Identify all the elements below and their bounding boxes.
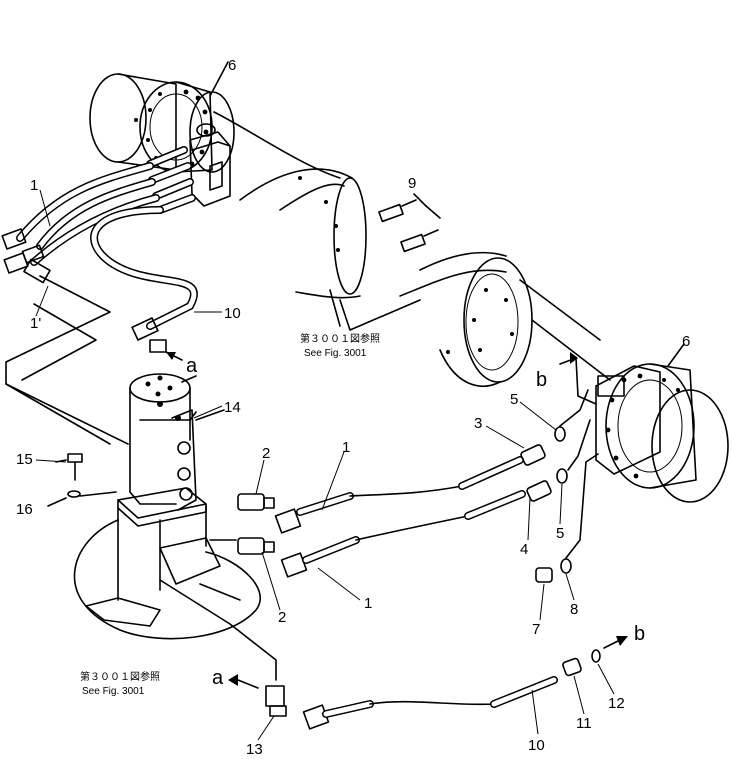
connection-labels: a a b b — [186, 355, 645, 689]
connection-b-right: b — [536, 369, 547, 391]
hoses-left-motor — [1, 162, 198, 361]
center-covers — [213, 111, 611, 387]
connection-a-bottom: a — [212, 667, 224, 689]
callout-1-hose: 1 — [30, 177, 38, 194]
connection-b-bottom: b — [634, 623, 645, 645]
callout-16-washer: 16 — [16, 501, 33, 518]
callout-7-plug: 7 — [532, 621, 540, 638]
frame-outline — [5, 275, 129, 445]
callout-9-bolts: 9 — [408, 175, 416, 192]
callout-8-oring: 8 — [570, 601, 578, 618]
callout-5-oring-lower: 5 — [556, 525, 564, 542]
callout-1-hose-lower: 1 — [364, 595, 372, 612]
callout-5-oring-upper: 5 — [510, 391, 518, 408]
center-hoses — [237, 352, 599, 583]
callout-4-adapter: 4 — [520, 541, 528, 558]
reference-note-bottom-jp: 第３００１図参照 — [80, 670, 160, 683]
callout-2-adapter-lower: 2 — [278, 609, 286, 626]
callout-10-hose-lower: 10 — [528, 737, 545, 754]
reference-note-top-en: See Fig. 3001 — [304, 348, 367, 359]
reference-note-top: 第３００１図参照 See Fig. 3001 — [300, 332, 380, 359]
connection-a-top: a — [186, 355, 198, 377]
bottom-hose — [228, 636, 628, 730]
callout-13-elbow: 13 — [246, 741, 263, 758]
callout-3-adapter: 3 — [474, 415, 482, 432]
callout-6-right-motor: 6 — [682, 333, 690, 350]
callout-15-bolt: 15 — [16, 451, 33, 468]
bolt-and-washer — [47, 453, 117, 507]
callout-2-adapter-upper: 2 — [262, 445, 270, 462]
reference-note-bottom-en: See Fig. 3001 — [82, 686, 145, 697]
reference-note-top-jp: 第３００１図参照 — [300, 332, 380, 345]
leader-lines — [35, 189, 615, 741]
swivel-joint — [117, 373, 225, 527]
travel-motor-right — [595, 343, 729, 503]
callout-14-swivel: 14 — [224, 399, 241, 416]
callout-10-hose-upper: 10 — [224, 305, 241, 322]
travel-motor-left — [89, 61, 235, 214]
callout-1-prime: 1' — [30, 315, 41, 332]
callout-6-left-motor: 6 — [228, 57, 236, 74]
callout-12-oring: 12 — [608, 695, 625, 712]
callout-labels: 1 1' 6 9 10 14 15 16 2 1 2 1 6 5 3 4 5 8… — [16, 57, 690, 758]
callout-1-hose-upper: 1 — [342, 439, 350, 456]
callout-11-adapter: 11 — [576, 715, 592, 732]
lower-bracket: 第３００１図参照 See Fig. 3001 — [73, 505, 277, 697]
